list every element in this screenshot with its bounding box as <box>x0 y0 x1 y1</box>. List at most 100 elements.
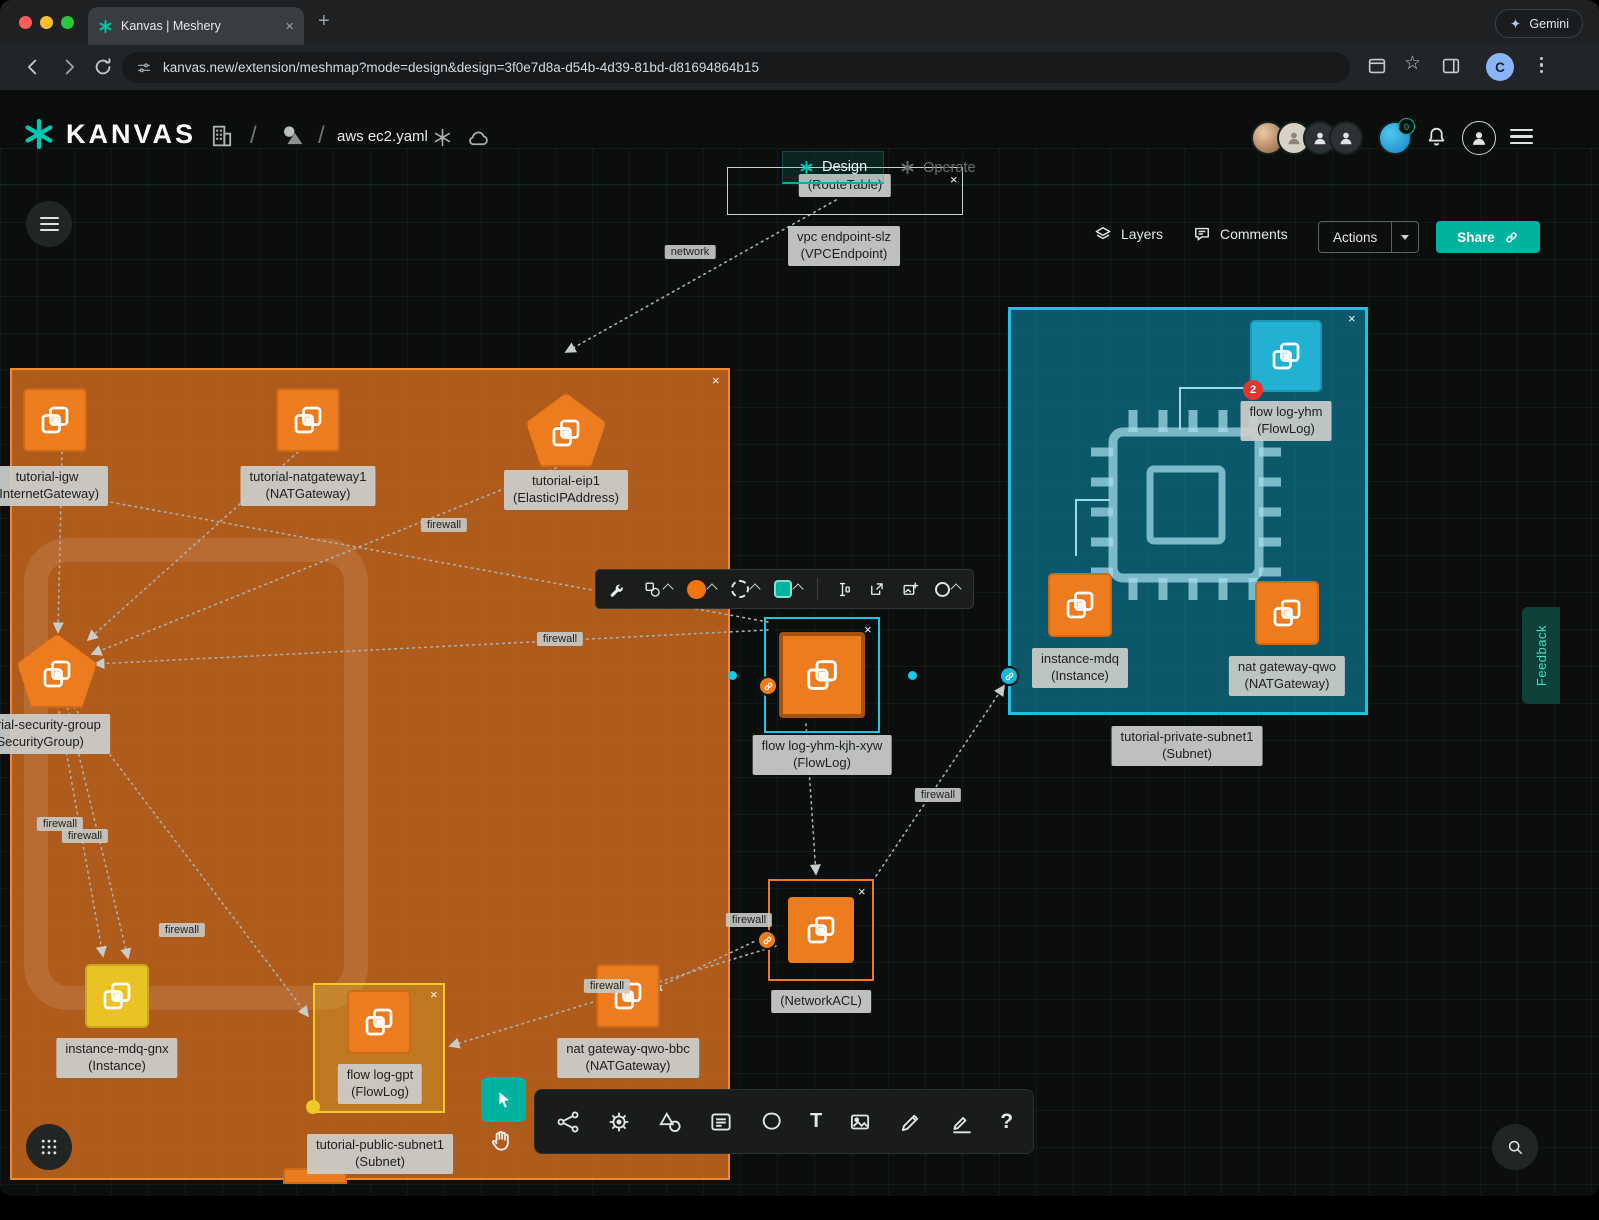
rename-icon[interactable] <box>833 580 852 599</box>
close-icon[interactable]: × <box>864 622 872 637</box>
bell-icon[interactable] <box>1424 124 1449 149</box>
kanvas-logo[interactable]: KANVAS <box>22 117 196 151</box>
node-networkacl[interactable] <box>788 897 854 963</box>
mode-toggle: Design Operate <box>782 151 992 184</box>
design-file-name[interactable]: aws ec2.yaml <box>337 128 428 145</box>
edge-handle[interactable] <box>908 671 917 680</box>
actions-button[interactable]: Actions <box>1318 221 1420 253</box>
back-icon[interactable] <box>22 56 44 78</box>
shapes-tool-icon[interactable] <box>657 1109 683 1135</box>
pan-tool-button[interactable] <box>489 1128 515 1159</box>
node-tutorial-igw[interactable] <box>23 388 87 452</box>
user-profile-button[interactable] <box>1462 121 1496 155</box>
hand-icon <box>491 1130 509 1151</box>
layers-button[interactable]: Layers <box>1093 224 1163 244</box>
helm-wheel-icon[interactable] <box>606 1109 632 1135</box>
pencil-icon[interactable] <box>949 1109 975 1135</box>
node-graph-icon[interactable] <box>555 1109 581 1135</box>
close-icon[interactable]: × <box>430 987 438 1002</box>
node-flowlog-selected-selection[interactable] <box>764 617 880 733</box>
site-info-icon[interactable] <box>136 60 152 76</box>
blob-shape-icon[interactable] <box>759 1109 785 1135</box>
tab-close-icon[interactable]: × <box>285 17 294 35</box>
node-flowlog-gpt[interactable] <box>347 990 411 1054</box>
zoom-button[interactable] <box>1492 1124 1538 1170</box>
comments-button[interactable]: Comments <box>1192 224 1288 244</box>
shape-preview-group[interactable] <box>774 580 804 598</box>
tab-operate[interactable]: Operate <box>884 151 991 184</box>
node-flowlog-selected[interactable] <box>779 632 865 718</box>
notification-count-badge: 0 <box>1398 118 1415 135</box>
link-icon <box>1504 230 1519 245</box>
close-icon[interactable]: × <box>712 373 720 388</box>
chevron-up-icon <box>950 583 962 595</box>
window-close-button[interactable] <box>19 16 32 29</box>
cloud-sync-icon[interactable] <box>466 126 491 151</box>
edge-handle[interactable] <box>728 671 737 680</box>
share-button[interactable]: Share <box>1436 221 1540 253</box>
chevron-down-icon[interactable] <box>1401 234 1410 240</box>
resource-icon <box>1268 338 1304 374</box>
tab-design[interactable]: Design <box>782 151 885 184</box>
fill-color-group[interactable] <box>687 579 718 599</box>
resource-icon <box>39 656 75 692</box>
canvas-menu-button[interactable] <box>26 201 72 247</box>
select-tool-button[interactable] <box>481 1077 526 1122</box>
node-natgateway-qwo-bbc[interactable] <box>596 964 660 1028</box>
node-instance-mdq-gnx[interactable] <box>85 964 149 1028</box>
new-tab-button[interactable]: + <box>318 10 330 32</box>
subnet-watermark <box>24 538 368 1010</box>
kubernetes-icon[interactable] <box>432 127 453 148</box>
connection-dot[interactable] <box>306 1100 320 1114</box>
reload-icon[interactable] <box>92 56 114 78</box>
close-icon[interactable]: × <box>1348 311 1356 326</box>
text-tool-button[interactable]: T <box>810 1110 823 1132</box>
node-label-natgateway-bbc: nat gateway-qwo-bbc (NATGateway) <box>557 1038 699 1078</box>
add-image-icon[interactable] <box>901 580 920 599</box>
shape-style-group[interactable] <box>643 580 674 599</box>
open-in-new-icon[interactable] <box>867 580 886 599</box>
notes-icon[interactable] <box>708 1109 734 1135</box>
organization-icon[interactable] <box>208 122 236 150</box>
link-badge[interactable] <box>757 930 777 950</box>
browser-tab[interactable]: Kanvas | Meshery × <box>88 7 304 45</box>
node-natgateway-qwo[interactable] <box>1255 581 1319 645</box>
pen-icon[interactable] <box>898 1109 924 1135</box>
image-tool-icon[interactable] <box>847 1109 873 1135</box>
help-button[interactable]: ? <box>1000 1109 1014 1133</box>
feedback-tab[interactable]: Feedback <box>1522 607 1560 704</box>
comments-icon <box>1195 227 1209 241</box>
url-bar[interactable]: kanvas.new/extension/meshmap?mode=design… <box>122 52 1350 83</box>
node-route-table-selection[interactable] <box>727 167 963 215</box>
close-icon[interactable]: × <box>950 172 958 187</box>
gemini-button[interactable]: Gemini <box>1495 9 1583 38</box>
fill-color-swatch <box>687 579 706 599</box>
link-badge[interactable] <box>999 666 1019 686</box>
app-menu-button[interactable] <box>1510 129 1533 144</box>
browser-profile-avatar[interactable]: C <box>1486 53 1514 81</box>
lens-group[interactable] <box>935 581 962 597</box>
link-badge[interactable] <box>758 676 778 696</box>
edge-label-firewall: firewall <box>158 923 206 937</box>
edge-label-firewall: firewall <box>583 979 631 993</box>
window-zoom-button[interactable] <box>61 16 74 29</box>
browser-menu-icon[interactable] <box>1540 57 1544 74</box>
window-minimize-button[interactable] <box>40 16 53 29</box>
apps-grid-button[interactable] <box>26 1124 72 1170</box>
node-instance-mdq[interactable] <box>1048 573 1112 637</box>
close-icon[interactable]: × <box>858 884 866 899</box>
wrench-icon[interactable] <box>609 580 628 599</box>
side-panel-icon[interactable] <box>1440 55 1462 77</box>
designs-icon[interactable] <box>278 121 308 151</box>
save-page-icon[interactable] <box>1366 55 1388 77</box>
forward-icon[interactable] <box>58 56 80 78</box>
bookmark-star-icon[interactable]: ☆ <box>1404 53 1422 74</box>
border-style-group[interactable] <box>731 580 761 598</box>
resource-icon <box>548 415 584 451</box>
node-tutorial-natgateway1[interactable] <box>276 388 340 452</box>
collaborator-avatar[interactable] <box>1329 121 1363 155</box>
node-label-eip1: tutorial-eip1 (ElasticIPAddress) <box>504 470 628 510</box>
node-flowlog-yhm[interactable] <box>1250 320 1322 392</box>
